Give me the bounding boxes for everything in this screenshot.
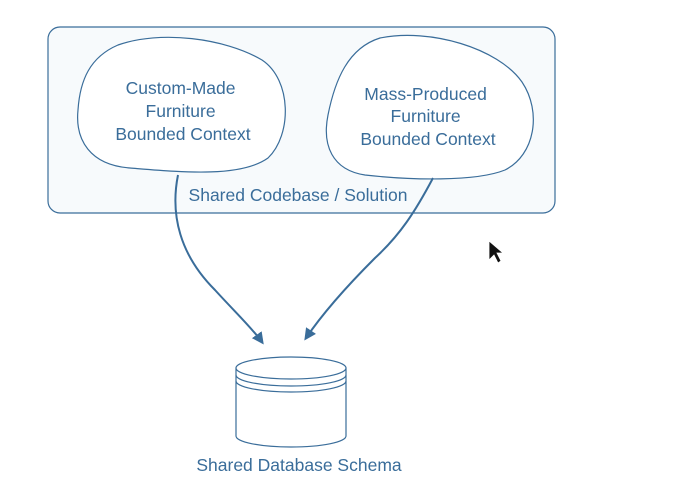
- context-mass-produced: Mass-Produced Furniture Bounded Context: [325, 34, 534, 180]
- database-ring-1: [235, 374, 347, 387]
- context-mass-produced-line-3: Bounded Context: [360, 129, 495, 149]
- context-custom-made: Custom-Made Furniture Bounded Context: [77, 36, 286, 173]
- context-custom-made-line-3: Bounded Context: [115, 124, 250, 144]
- context-blob-custom-made: [77, 36, 286, 173]
- database-icon: [235, 356, 347, 448]
- context-mass-produced-line-1: Mass-Produced: [364, 84, 487, 104]
- context-mass-produced-line-2: Furniture: [391, 106, 461, 126]
- svg-text:Mass-Produced Furniture: Mass-Produced Furniture Bounded Context: [360, 84, 495, 149]
- context-blob-mass-produced: [325, 34, 534, 180]
- svg-text:Custom-Made Furniture: Custom-Made Furniture Bounded Context: [115, 78, 250, 144]
- database-ring-2: [235, 380, 347, 393]
- database-label: Shared Database Schema: [196, 455, 402, 475]
- mouse-pointer-icon: [488, 240, 505, 264]
- arrow-mass-to-database: [304, 177, 434, 341]
- context-custom-made-line-2: Furniture: [146, 101, 216, 121]
- database-body: [235, 368, 347, 448]
- arrow-custom-to-database: [174, 174, 264, 345]
- context-custom-made-line-1: Custom-Made: [126, 78, 236, 98]
- shared-codebase-label: Shared Codebase / Solution: [189, 185, 408, 205]
- database-top: [235, 356, 347, 380]
